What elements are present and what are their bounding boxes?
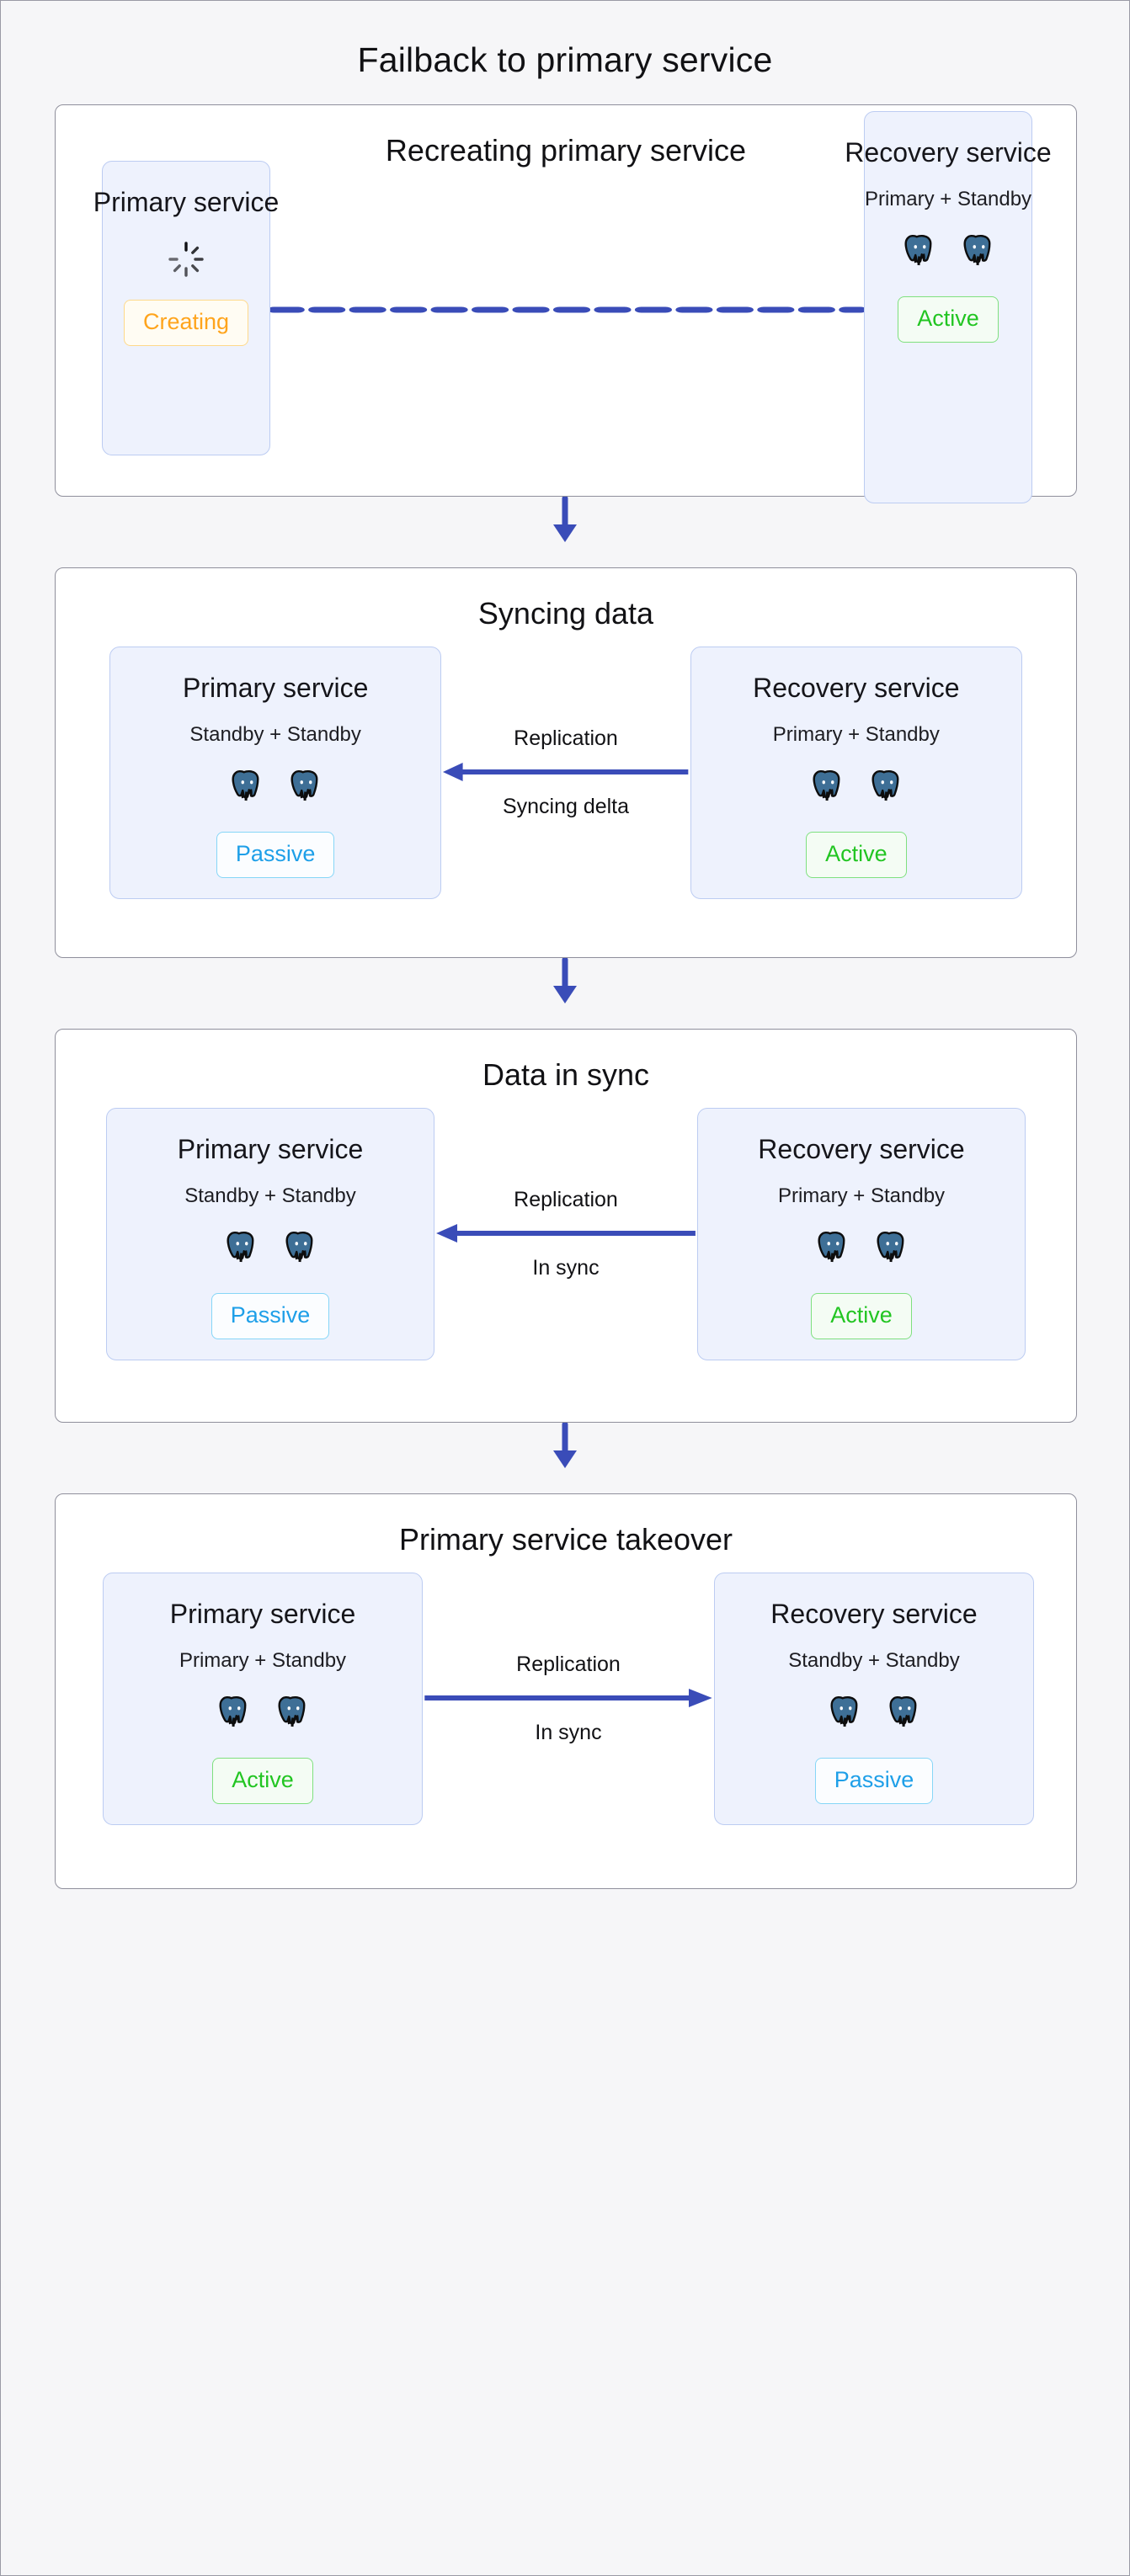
service-roles: Primary + Standby: [777, 1184, 946, 1207]
service-name: Primary service: [169, 1599, 356, 1629]
step-panel-syncing-data: Syncing data Primary service Standby + S…: [55, 567, 1077, 958]
connector-top-label: Replication: [514, 1188, 618, 1211]
status-badge: Passive: [211, 1293, 330, 1339]
service-card-recovery[interactable]: Recovery service Primary + Standby: [690, 647, 1022, 899]
service-name: Primary service: [93, 187, 280, 217]
status-badge: Active: [212, 1758, 313, 1804]
replication-connector: Replication In sync: [423, 1573, 714, 1825]
service-roles: Primary + Standby: [772, 723, 940, 746]
service-name: Recovery service: [753, 673, 960, 703]
status-badge: Passive: [216, 832, 335, 878]
arrow-down-icon: [553, 497, 577, 542]
service-card-recovery[interactable]: Recovery service Primary + Standby: [697, 1108, 1026, 1360]
service-name: Recovery service: [845, 137, 1052, 168]
service-name: Primary service: [182, 673, 369, 703]
service-name: Recovery service: [758, 1134, 965, 1164]
postgres-elephant-icon: [807, 765, 847, 810]
status-badge: Active: [806, 832, 907, 878]
postgres-elephant-icon: [285, 765, 325, 810]
node-list: [812, 1227, 911, 1271]
step-arrow-3-to-4: [55, 1423, 1075, 1470]
connector-bottom-label: In sync: [535, 1721, 602, 1744]
step-arrow-2-to-3: [55, 958, 1075, 1005]
step-title: Primary service takeover: [398, 1522, 733, 1557]
node-list: [221, 1227, 320, 1271]
replication-connector: Replication Syncing delta: [441, 647, 690, 899]
step-title: Data in sync: [482, 1057, 650, 1092]
service-card-recovery[interactable]: Recovery service Primary + Standby: [845, 111, 1052, 503]
connector-top-label: Replication: [516, 1653, 621, 1676]
connector-bottom-label: Syncing delta: [502, 795, 630, 818]
connector-bottom-label: In sync: [532, 1256, 600, 1280]
step-panel-data-in-sync: Data in sync Primary service Standby + S…: [55, 1029, 1077, 1423]
step-arrow-1-to-2: [55, 497, 1075, 544]
postgres-elephant-icon: [898, 230, 939, 274]
step-body: Primary service: [56, 111, 1076, 503]
connector-top-label: Replication: [514, 726, 618, 750]
loading-spinner-icon: [168, 241, 205, 278]
step-panel-recreating-primary-service: Recreating primary service Primary servi…: [55, 104, 1077, 503]
service-name: Primary service: [177, 1134, 364, 1164]
postgres-elephant-icon: [280, 1227, 320, 1271]
service-card-primary[interactable]: Primary service: [93, 161, 279, 455]
step-title: Recreating primary service: [385, 133, 747, 168]
step-body: Primary service Standby + Standby: [56, 647, 1076, 899]
node-list: [898, 230, 998, 274]
postgres-elephant-icon: [957, 230, 998, 274]
node-list: [213, 1691, 312, 1736]
page-title: Failback to primary service: [357, 40, 773, 79]
service-card-recovery[interactable]: Recovery service Standby + Standby: [714, 1573, 1034, 1825]
service-card-primary[interactable]: Primary service Standby + Standby: [109, 647, 442, 899]
connector-line: [441, 761, 690, 783]
flow-container: Recreating primary service Primary servi…: [1, 104, 1129, 1889]
step-panel-primary-service-takeover: Primary service takeover Primary service…: [55, 1493, 1077, 1889]
arrow-down-icon: [553, 958, 577, 1003]
service-roles: Standby + Standby: [788, 1649, 960, 1672]
postgres-elephant-icon: [812, 1227, 852, 1271]
postgres-elephant-icon: [272, 1691, 312, 1736]
service-roles: Standby + Standby: [184, 1184, 356, 1207]
service-roles: Primary + Standby: [864, 188, 1032, 210]
connector-line: [270, 304, 864, 316]
node-list: [807, 765, 906, 810]
replication-connector: [270, 172, 864, 450]
postgres-elephant-icon: [866, 765, 906, 810]
status-badge: Creating: [123, 300, 249, 346]
status-badge: Passive: [814, 1758, 934, 1804]
postgres-elephant-icon: [883, 1691, 924, 1736]
status-badge: Active: [898, 296, 999, 343]
service-card-primary[interactable]: Primary service Primary + Standby: [103, 1573, 423, 1825]
postgres-elephant-icon: [871, 1227, 911, 1271]
step-title: Syncing data: [477, 596, 654, 631]
service-roles: Primary + Standby: [179, 1649, 347, 1672]
node-list: [824, 1691, 924, 1736]
service-name: Recovery service: [770, 1599, 978, 1629]
postgres-elephant-icon: [824, 1691, 865, 1736]
arrow-down-icon: [553, 1423, 577, 1468]
service-card-primary[interactable]: Primary service Standby + Standby: [106, 1108, 434, 1360]
connector-line: [423, 1687, 714, 1709]
status-badge: Active: [811, 1293, 912, 1339]
node-list: [226, 765, 325, 810]
postgres-elephant-icon: [221, 1227, 261, 1271]
connector-line: [434, 1222, 697, 1244]
step-body: Primary service Primary + Standby: [56, 1573, 1076, 1825]
step-body: Primary service Standby + Standby: [56, 1108, 1076, 1360]
replication-connector: Replication In sync: [434, 1108, 697, 1360]
postgres-elephant-icon: [226, 765, 266, 810]
service-roles: Standby + Standby: [189, 723, 361, 746]
postgres-elephant-icon: [213, 1691, 253, 1736]
